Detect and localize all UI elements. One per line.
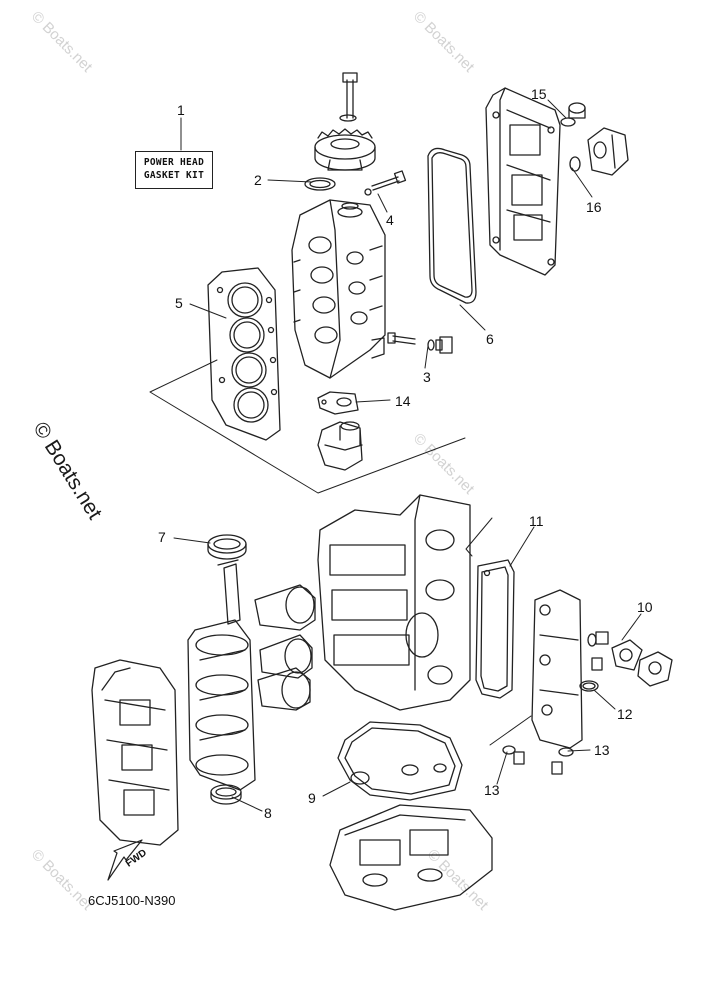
oil-seal-7 [207, 534, 247, 560]
cam-pulley [314, 72, 376, 171]
gasket-10 [611, 639, 643, 671]
callout-12: 12 [617, 706, 633, 722]
callout-5: 5 [175, 295, 183, 311]
cylinder-head [291, 199, 386, 379]
pressure-valve [637, 651, 673, 687]
callout-7: 7 [158, 529, 166, 545]
callout-4: 4 [386, 212, 394, 228]
kit-label-line1: POWER HEAD [143, 157, 205, 169]
callout-8: 8 [264, 805, 272, 821]
exhaust-manifold [531, 589, 583, 749]
callout-3: 3 [423, 369, 431, 385]
diagram-part-code: 6CJ5100-N390 [88, 893, 176, 908]
exhaust-cover [91, 659, 179, 846]
callout-14: 14 [395, 393, 411, 409]
kit-grouping-line [489, 715, 532, 746]
oil-seal-8 [210, 784, 242, 805]
bolt-4 [364, 170, 407, 196]
plug-3 [387, 332, 453, 354]
callout-13: 13 [594, 742, 610, 758]
oil-seal-2 [304, 177, 336, 191]
kit-grouping-line [149, 359, 466, 494]
oil-cap-15 [560, 102, 586, 127]
crankcase [329, 804, 493, 911]
gasket-kit-label: POWER HEAD GASKET KIT [135, 151, 213, 189]
callout-15: 15 [531, 86, 547, 102]
plug-fittings [502, 631, 609, 775]
cylinder-block [317, 494, 471, 711]
gasket-14 [317, 391, 359, 415]
kit-label-line2: GASKET KIT [143, 170, 205, 181]
head-gasket [207, 267, 281, 441]
leader-lines [173, 99, 642, 812]
callout-2: 2 [254, 172, 262, 188]
callout-13: 13 [484, 782, 500, 798]
fwd-arrow [107, 839, 143, 881]
callout-6: 6 [486, 331, 494, 347]
thermostat-cover [317, 421, 363, 471]
callout-10: 10 [637, 599, 653, 615]
fuel-pump-16 [569, 127, 629, 176]
gasket-9 [337, 721, 463, 801]
callout-1: 1 [177, 102, 185, 118]
crankshaft [187, 559, 256, 791]
callout-11: 11 [529, 513, 544, 529]
head-cover [485, 87, 561, 276]
gasket-11 [475, 559, 515, 699]
cover-gasket-6 [427, 147, 477, 304]
pistons [254, 584, 316, 711]
callout-9: 9 [308, 790, 316, 806]
callout-16: 16 [586, 199, 602, 215]
